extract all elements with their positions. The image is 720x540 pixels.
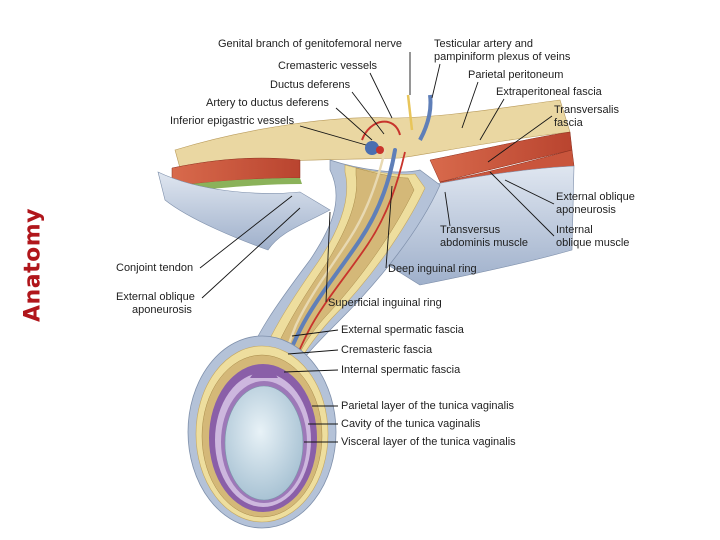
label-ext-oblique-apo-right-2: aponeurosis: [556, 204, 616, 216]
label-extraperitoneal-fascia: Extraperitoneal fascia: [496, 86, 603, 98]
testis-sac: [187, 335, 337, 529]
label-cremasteric-vessels: Cremasteric vessels: [278, 60, 378, 72]
epididymis-cap: [250, 368, 278, 378]
label-transversalis-1: Transversalis: [554, 104, 619, 116]
label-deep-inguinal-ring: Deep inguinal ring: [388, 263, 477, 275]
label-testicular-artery-1: Testicular artery and: [434, 38, 533, 50]
testis-body: [224, 385, 304, 501]
label-external-spermatic: External spermatic fascia: [341, 324, 465, 336]
label-ext-oblique-apo-right-1: External oblique: [556, 191, 635, 203]
external-oblique-aponeurosis-left: [157, 171, 331, 251]
label-transversus-2: abdominis muscle: [440, 237, 528, 249]
label-transversus-1: Transversus: [440, 224, 501, 236]
label-ext-oblique-apo-left-1: External oblique: [116, 291, 195, 303]
testicular-vessels-top: [418, 94, 433, 141]
nerve-strand: [406, 94, 414, 131]
label-ext-oblique-apo-left-2: aponeurosis: [132, 304, 192, 316]
label-conjoint-tendon: Conjoint tendon: [116, 262, 193, 274]
inferior-epigastric-artery: [376, 146, 384, 154]
label-superficial-inguinal-ring: Superficial inguinal ring: [328, 297, 442, 309]
label-testicular-artery-2: pampiniform plexus of veins: [434, 51, 571, 63]
label-cremasteric-fascia: Cremasteric fascia: [341, 344, 433, 356]
label-artery-to-ductus: Artery to ductus deferens: [206, 97, 329, 109]
inferior-epigastric-vessel: [365, 141, 379, 155]
label-cavity-tunica: Cavity of the tunica vaginalis: [341, 418, 481, 430]
label-visceral-tunica: Visceral layer of the tunica vaginalis: [341, 436, 516, 448]
label-inferior-epigastric: Inferior epigastric vessels: [170, 115, 295, 127]
labels: Genital branch of genitofemoral nerve Te…: [116, 38, 635, 448]
label-transversalis-2: fascia: [554, 117, 584, 129]
label-ductus-deferens: Ductus deferens: [270, 79, 351, 91]
label-parietal-peritoneum: Parietal peritoneum: [468, 69, 563, 81]
label-genital-branch: Genital branch of genitofemoral nerve: [218, 38, 402, 50]
label-parietal-tunica: Parietal layer of the tunica vaginalis: [341, 400, 515, 412]
label-internal-oblique-1: Internal: [556, 224, 593, 236]
label-internal-oblique-2: oblique muscle: [556, 237, 629, 249]
cremasteric-vessels-loop: [361, 120, 401, 141]
label-internal-spermatic: Internal spermatic fascia: [341, 364, 461, 376]
